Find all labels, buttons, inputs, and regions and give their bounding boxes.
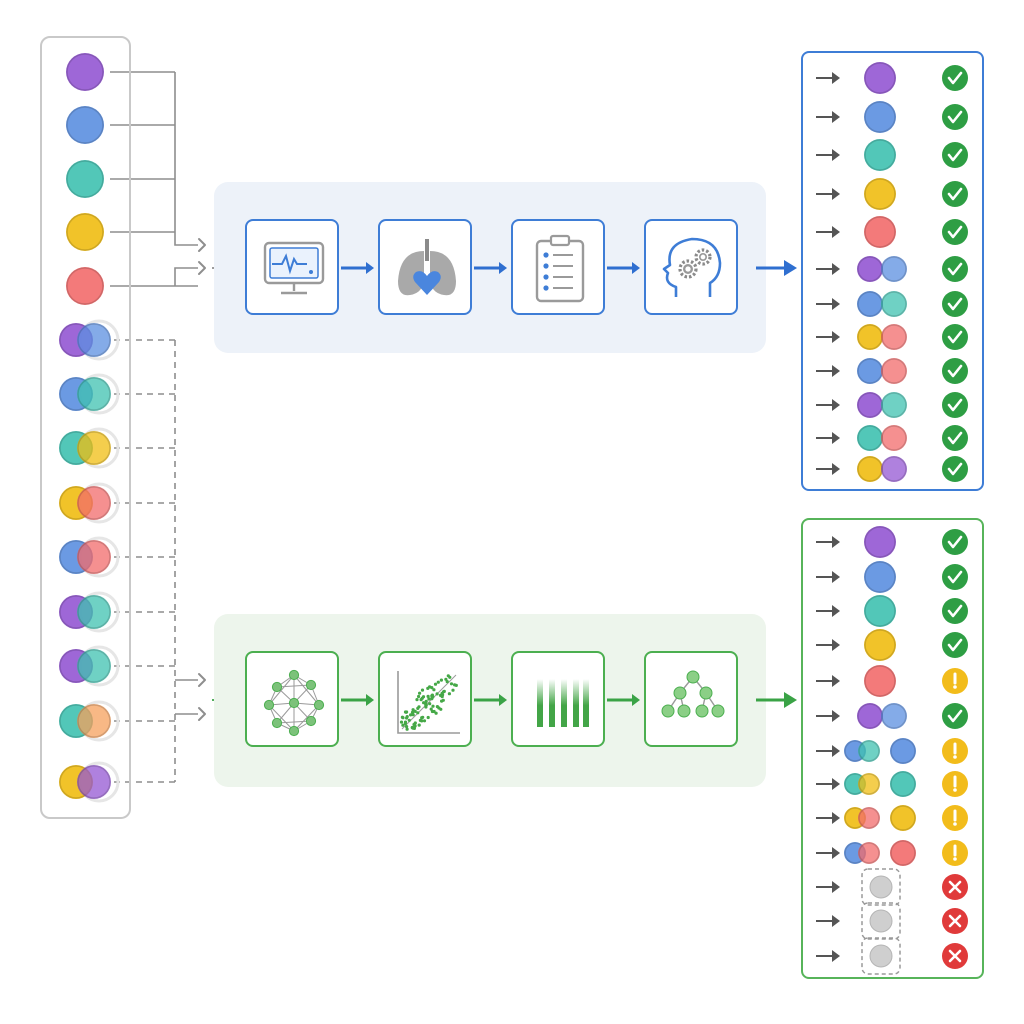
input-sample-pair [59,319,120,361]
input-sample-pair [59,536,120,578]
stage-clipboard-checklist [511,219,605,315]
blue-results-panel [801,51,984,491]
network-graph-icon [263,669,325,737]
input-sample-pair [59,427,120,469]
green-result-row-7 [816,738,968,764]
tree-hierarchy-icon [661,670,725,718]
blue-result-row-6 [816,256,968,282]
green-result-row-10 [816,840,968,866]
blue-result-row-10 [816,392,968,418]
green-result-row-6 [816,703,968,729]
green-result-row-2 [816,561,968,593]
head-gears-icon [662,237,722,297]
green-result-row-11 [816,868,968,906]
bar-signal-icon [537,679,589,727]
scatter-plot-icon [397,671,460,734]
input-sample-yellow [66,213,104,251]
green-result-row-8 [816,771,968,797]
input-sample-teal [66,160,104,198]
blue-result-row-4 [816,178,968,210]
stage-bar-signal [511,651,605,747]
green-results-panel [801,518,984,979]
input-samples-panel [40,36,131,819]
monitor-ecg-icon [263,241,325,295]
clipboard-checklist-icon [535,234,585,303]
input-sample-pair [59,373,120,415]
stage-scatter-plot [378,651,472,747]
blue-result-row-1 [816,62,968,94]
green-result-row-1 [816,526,968,558]
blue-result-row-11 [816,425,968,451]
green-result-row-12 [816,902,968,940]
input-sample-pair [59,700,120,742]
stage-monitor-ecg [245,219,339,315]
input-sample-pair [59,645,120,687]
blue-result-row-8 [816,324,968,350]
blue-result-row-9 [816,358,968,384]
trunk-wire-top [174,72,198,246]
green-result-row-9 [816,805,968,831]
blue-result-row-12 [816,456,968,482]
input-sample-pair [59,482,120,524]
stage-network-graph [245,651,339,747]
green-result-row-13 [816,937,968,975]
stage-tree-hierarchy [644,651,738,747]
blue-result-row-7 [816,291,968,317]
green-result-row-4 [816,629,968,661]
input-sample-purple [66,53,104,91]
input-sample-pair [59,761,120,803]
blue-result-row-3 [816,139,968,171]
stage-head-gears [644,219,738,315]
input-sample-pair [59,591,120,633]
input-sample-red [66,267,104,305]
blue-result-row-5 [816,216,968,248]
input-sample-blue [66,106,104,144]
green-result-row-3 [816,595,968,627]
lungs-heart-icon [398,239,456,296]
green-result-row-5 [816,665,968,697]
blue-result-row-2 [816,101,968,133]
stage-lungs-heart [378,219,472,315]
